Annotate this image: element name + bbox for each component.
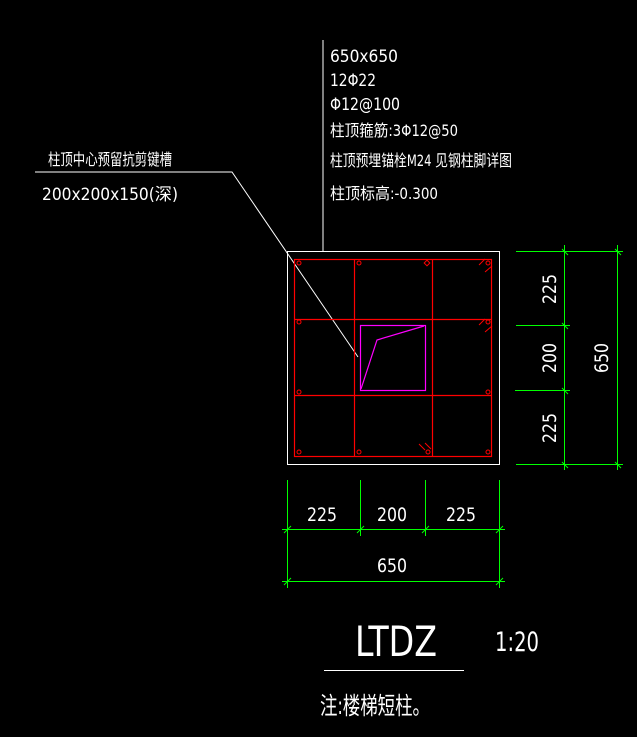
dim-h-seg-3: 225 — [446, 504, 476, 526]
dim-v-seg-3: 225 — [539, 413, 561, 443]
vertical-dimensions — [515, 245, 623, 470]
spec-top-stirrups: 柱顶箍筋:3Φ12@50 — [330, 121, 458, 140]
dim-h-seg-2: 200 — [377, 504, 407, 526]
spec-size: 650x650 — [330, 47, 398, 67]
callout-leader-line — [35, 171, 359, 358]
rebar-cage — [293, 258, 493, 458]
callout-title: 柱顶中心预留抗剪键槽 — [48, 150, 172, 169]
dim-v-seg-2: 200 — [539, 343, 561, 373]
stirrup-hooks — [418, 258, 493, 451]
dim-h-total: 650 — [377, 555, 407, 577]
column-outline — [287, 251, 500, 465]
spec-stirrups: Φ12@100 — [330, 95, 400, 115]
spec-main-bars: 12Φ22 — [330, 71, 376, 91]
callout-size: 200x200x150(深) — [42, 185, 178, 205]
drawing-note: 注:楼梯短柱。 — [320, 692, 430, 720]
dim-v-seg-1: 225 — [539, 274, 561, 304]
drawing-label: LTDZ — [355, 617, 437, 666]
dim-h-seg-1: 225 — [307, 504, 337, 526]
spec-top-elevation: 柱顶标高:-0.300 — [330, 184, 438, 203]
spec-anchor-bolts: 柱顶预埋锚栓M24 见钢柱脚详图 — [330, 151, 512, 170]
drawing-scale: 1:20 — [495, 627, 539, 658]
shear-key-section-line — [360, 325, 425, 390]
rebar-bars — [296, 259, 491, 455]
dim-v-total: 650 — [591, 343, 613, 373]
horizontal-dimensions — [282, 480, 505, 588]
shear-key-slot — [359, 324, 427, 392]
